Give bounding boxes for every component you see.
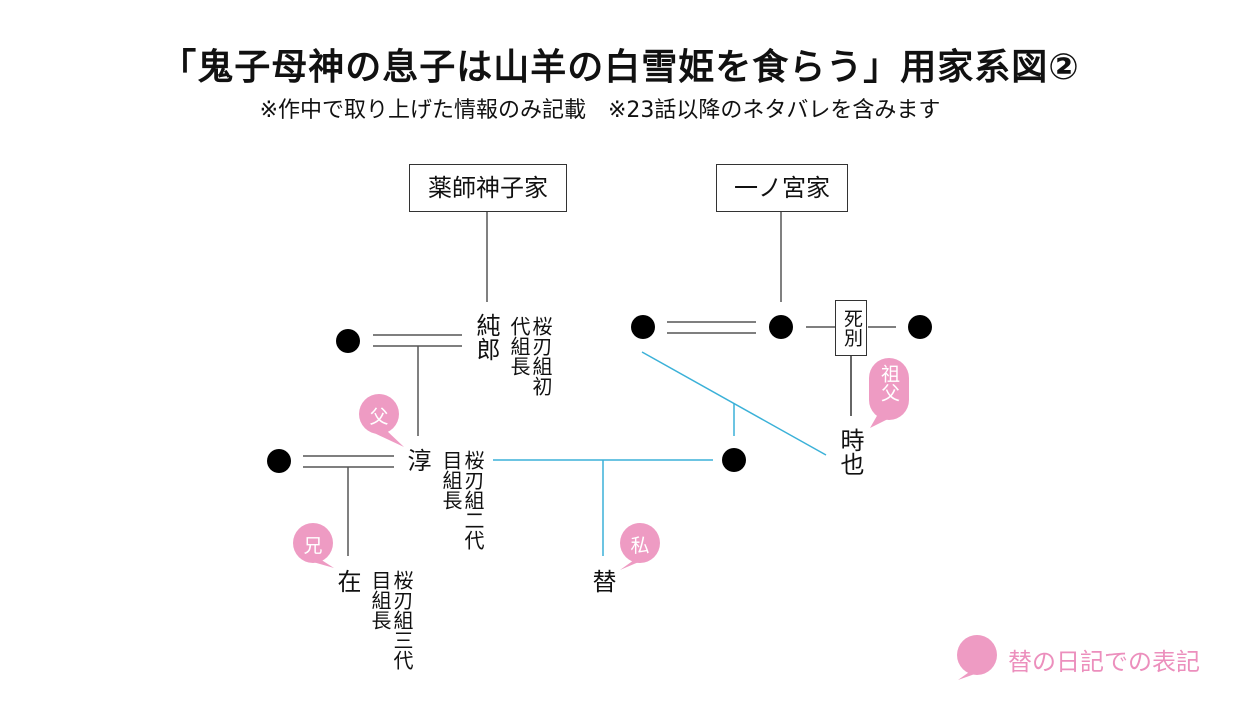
diagram-title: 「鬼子母神の息子は山羊の白雪姫を食らう」用家系図② — [160, 47, 1080, 88]
legend-bubble-shape — [957, 635, 997, 680]
tag-tokiya: 祖父 — [878, 364, 900, 402]
tag-zai: 兄 — [303, 535, 323, 557]
tag-jun: 父 — [369, 406, 389, 428]
ichinomiya-dot-left — [631, 315, 655, 339]
family-label-yakushijinko: 薬師神子家 — [409, 164, 567, 212]
person-zai-name: 在 — [333, 569, 361, 593]
tag-tai: 私 — [630, 535, 650, 557]
family-label-ichinomiya: 一ノ宮家 — [716, 164, 848, 212]
legend-label: 替の日記での表記 — [1008, 648, 1200, 676]
ichinomiya-dot-right — [908, 315, 932, 339]
person-tai-name: 替 — [588, 569, 616, 593]
person-zai-role: 桜刃組三代目組長 — [368, 570, 414, 670]
bubble-ani-shape — [293, 523, 334, 568]
bubble-sofu-shape — [869, 358, 909, 428]
mother-dot — [722, 448, 746, 472]
separation-label: 死別 — [835, 300, 867, 356]
person-junro-name: 純郎 — [472, 313, 500, 361]
person-tokiya-name: 時也 — [836, 428, 864, 476]
person-junro-role: 桜刃組初代組長 — [507, 316, 553, 396]
bubble-watashi-shape — [620, 523, 660, 570]
diagram-subtitle: ※作中で取り上げた情報のみ記載 ※23話以降のネタバレを含みます — [259, 98, 941, 123]
bubble-chichi-shape — [359, 394, 404, 447]
person-jun-name: 淳 — [403, 448, 431, 472]
spouse-dot-junro — [336, 329, 360, 353]
ichinomiya-dot-center — [769, 315, 793, 339]
person-jun-role: 桜刃組二代目組長 — [439, 450, 485, 550]
spouse-dot-jun — [267, 449, 291, 473]
